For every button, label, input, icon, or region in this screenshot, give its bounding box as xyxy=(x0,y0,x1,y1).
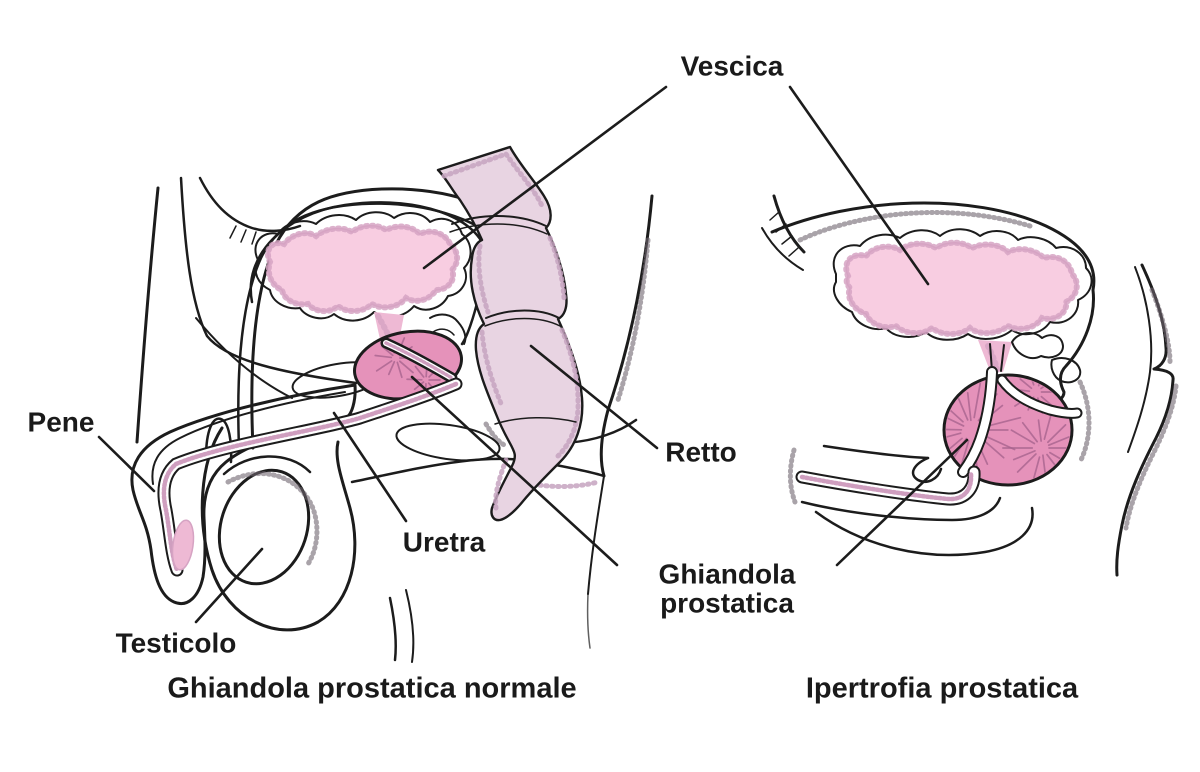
glans xyxy=(171,519,195,571)
leader-pene xyxy=(97,435,156,493)
bladder-pouch-2 xyxy=(1050,357,1082,384)
label-vescica: Vescica xyxy=(680,50,784,82)
thigh-lines xyxy=(388,589,415,663)
leader-ghiandola-right xyxy=(835,438,969,567)
testicle xyxy=(217,455,320,586)
caption-hypertrophic-prostate: Ipertrofia prostatica xyxy=(805,672,1079,705)
bladder-right xyxy=(832,228,1093,384)
figure-normal-prostate xyxy=(130,145,654,663)
perineum-curves-right xyxy=(787,444,1034,557)
urethra-tube xyxy=(157,377,463,577)
urethra-tube-right xyxy=(795,465,981,506)
rectum xyxy=(436,145,584,522)
prostate-enlarged-striations xyxy=(946,377,1070,483)
prostate-enlarged xyxy=(942,366,1083,487)
label-ghiandola-prostatica: Ghiandola prostatica xyxy=(658,558,796,619)
body-contour-right xyxy=(761,194,1096,404)
label-pene: Pene xyxy=(27,406,95,438)
leader-ghiandola-left xyxy=(410,375,619,567)
label-uretra: Uretra xyxy=(402,526,486,558)
leader-uretra xyxy=(332,411,408,523)
leader-vescica-left xyxy=(422,85,668,270)
leader-testicolo xyxy=(194,547,264,624)
prostate-normal xyxy=(353,312,463,401)
leader-vescica-right xyxy=(788,85,930,286)
label-retto: Retto xyxy=(665,436,737,468)
back-wall-right xyxy=(1077,263,1179,577)
figure-hypertrophic-prostate xyxy=(761,194,1179,577)
leader-lines xyxy=(97,85,969,624)
label-testicolo: Testicolo xyxy=(115,627,237,659)
caption-normal-prostate: Ghiandola prostatica normale xyxy=(167,672,577,705)
leader-retto xyxy=(529,344,659,450)
bladder-left xyxy=(254,211,472,322)
abdominal-wall-lines xyxy=(135,176,358,444)
bladder-pouch xyxy=(1011,332,1064,360)
